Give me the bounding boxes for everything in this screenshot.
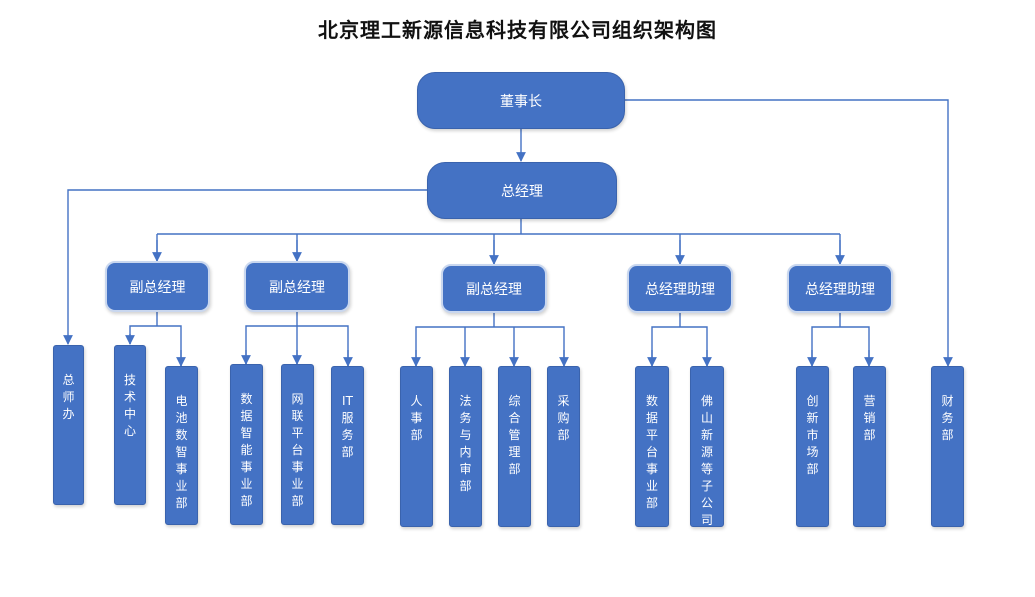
node-label: 营 销 部 (863, 394, 876, 442)
node-legal-audit: 法 务 与 内 审 部 (449, 366, 482, 527)
node-general-management: 综 合 管 理 部 (498, 366, 531, 527)
node-chairman: 董事长 (417, 72, 625, 129)
chart-title: 北京理工新源信息科技有限公司组织架构图 (318, 18, 717, 42)
node-label: 董事长 (500, 93, 542, 110)
node-procurement: 采 购 部 (547, 366, 580, 527)
node-vice-gm-2: 副总经理 (244, 261, 350, 312)
node-label: 副总经理 (129, 279, 186, 296)
node-label: 副总经理 (269, 279, 325, 296)
node-label: 财 务 部 (941, 394, 954, 442)
node-label: 法 务 与 内 审 部 (459, 394, 472, 493)
node-label: IT 服 务 部 (341, 394, 354, 459)
node-label: 电 池 数 智 事 业 部 (175, 394, 188, 510)
node-label: 总经理助理 (645, 281, 715, 298)
node-label: 总 师 办 (62, 373, 75, 421)
node-tech-center: 技 术 中 心 (114, 345, 146, 505)
node-it-services: IT 服 务 部 (331, 366, 364, 525)
line-mgr4-children (651, 313, 708, 366)
line-mgr3-children (415, 313, 565, 366)
node-data-platform-division: 数 据 平 台 事 业 部 (635, 366, 669, 527)
node-label: 副总经理 (466, 281, 522, 298)
node-label: 总经理 (501, 183, 543, 200)
node-label: 数 据 智 能 事 业 部 (240, 392, 253, 508)
node-innovation-market: 创 新 市 场 部 (796, 366, 829, 527)
node-vice-gm-1: 副总经理 (105, 261, 210, 312)
node-ceo: 总经理 (427, 162, 617, 219)
node-vice-gm-3: 副总经理 (441, 264, 547, 313)
node-foshan-subsidiaries: 佛 山 新 源 等 子 公 司 (690, 366, 724, 527)
line-ceo-general-office (63, 189, 427, 345)
node-label: 佛 山 新 源 等 子 公 司 (700, 394, 713, 527)
line-chairman-finance (625, 99, 953, 367)
node-network-platform-division: 网 联 平 台 事 业 部 (281, 364, 314, 525)
node-label: 总经理助理 (805, 281, 875, 298)
node-gm-assistant-2: 总经理助理 (787, 264, 893, 313)
node-label: 创 新 市 场 部 (806, 394, 819, 476)
line-ceo-managers (156, 219, 841, 264)
node-marketing: 营 销 部 (853, 366, 886, 527)
node-label: 数 据 平 台 事 业 部 (645, 394, 658, 510)
node-label: 网 联 平 台 事 业 部 (291, 392, 304, 508)
line-mgr5-children (811, 313, 870, 366)
node-label: 人 事 部 (410, 394, 423, 442)
node-finance: 财 务 部 (931, 366, 964, 527)
node-gm-assistant-1: 总经理助理 (627, 264, 733, 313)
node-data-intel-division: 数 据 智 能 事 业 部 (230, 364, 263, 525)
node-label: 采 购 部 (557, 394, 570, 442)
node-general-office: 总 师 办 (53, 345, 84, 505)
node-label: 综 合 管 理 部 (508, 394, 521, 476)
node-hr: 人 事 部 (400, 366, 433, 527)
node-battery-division: 电 池 数 智 事 业 部 (165, 366, 198, 525)
node-label: 技 术 中 心 (123, 373, 136, 438)
